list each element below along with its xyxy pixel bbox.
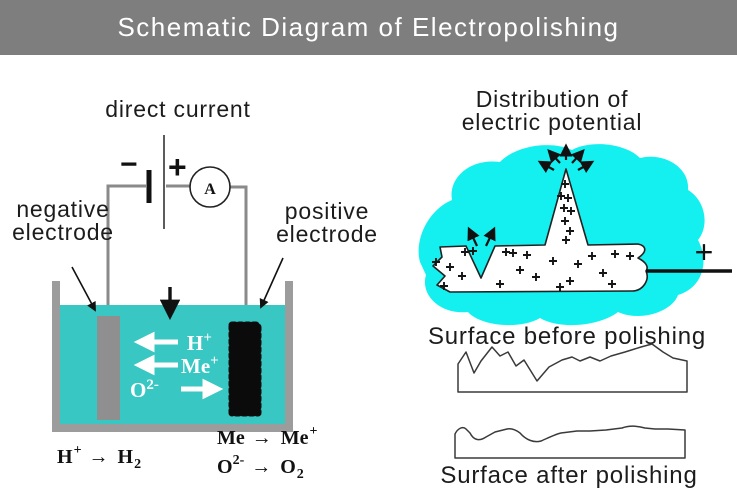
h-ion-label: H+ <box>187 330 212 355</box>
positive-electrode-line2: electrode <box>276 221 378 247</box>
battery-plus-sign: + <box>168 149 187 185</box>
anode-reaction-oxygen: O2-→O2 <box>217 453 304 482</box>
surface-after-section: Surface after polishing <box>440 425 697 489</box>
ammeter-label: A <box>204 181 216 198</box>
positive-electrode-line1: positive <box>285 198 369 224</box>
tank-wall-left <box>52 281 60 432</box>
title-banner: Schematic Diagram of Electropolishing <box>0 0 737 55</box>
cathode-reaction: H+→H2 <box>57 443 141 472</box>
arrow-to-cathode <box>71 266 96 312</box>
circuit-section: direct current − + A negative electrode <box>12 96 378 330</box>
tank-wall-right <box>285 281 293 432</box>
battery-minus-sign: − <box>120 148 138 181</box>
metal-workpiece <box>432 168 648 293</box>
negative-electrode-line2: electrode <box>12 219 114 245</box>
cathode-electrode <box>97 316 120 420</box>
reaction-equations: H+→H2 Me→Me+ O2-→O2 <box>57 424 318 482</box>
notch-field-arrows <box>467 226 496 247</box>
direct-current-label: direct current <box>105 96 250 122</box>
o-ion-label: O2- <box>130 377 159 402</box>
potential-title-line2: electric potential <box>462 109 643 135</box>
rough-surface-profile <box>457 343 688 393</box>
negative-electrode-label: negative electrode <box>12 196 114 245</box>
ammeter-dial <box>189 166 231 208</box>
potential-title-line1: Distribution of <box>476 86 629 112</box>
anode-reaction-metal: Me→Me+ <box>217 424 318 449</box>
tank-wall-bottom <box>52 424 293 432</box>
surface-after-label: Surface after polishing <box>440 462 697 489</box>
smooth-surface-profile <box>454 425 686 459</box>
negative-electrode-line1: negative <box>16 196 109 222</box>
peak-field-arrows <box>537 143 595 173</box>
positive-electrode-label: positive electrode <box>276 198 378 247</box>
ammeter: A <box>189 166 231 208</box>
page-title: Schematic Diagram of Electropolishing <box>117 12 620 42</box>
wire-right <box>230 185 248 330</box>
terminal-plus-sign: + <box>695 234 714 270</box>
potential-distribution-section: Distribution of electric potential <box>418 86 732 326</box>
me-ion-label: Me+ <box>181 353 219 378</box>
surface-before-label: Surface before polishing <box>428 323 706 350</box>
electrolytic-tank: H+ Me+ O2- <box>52 257 293 432</box>
diagram-canvas: direct current − + A negative electrode <box>12 86 732 489</box>
battery-symbol: − + <box>120 135 187 229</box>
surface-before-section: Surface before polishing <box>428 323 706 393</box>
arrow-to-anode <box>259 257 284 309</box>
anode-electrode <box>228 321 262 417</box>
wire-left <box>106 184 146 318</box>
